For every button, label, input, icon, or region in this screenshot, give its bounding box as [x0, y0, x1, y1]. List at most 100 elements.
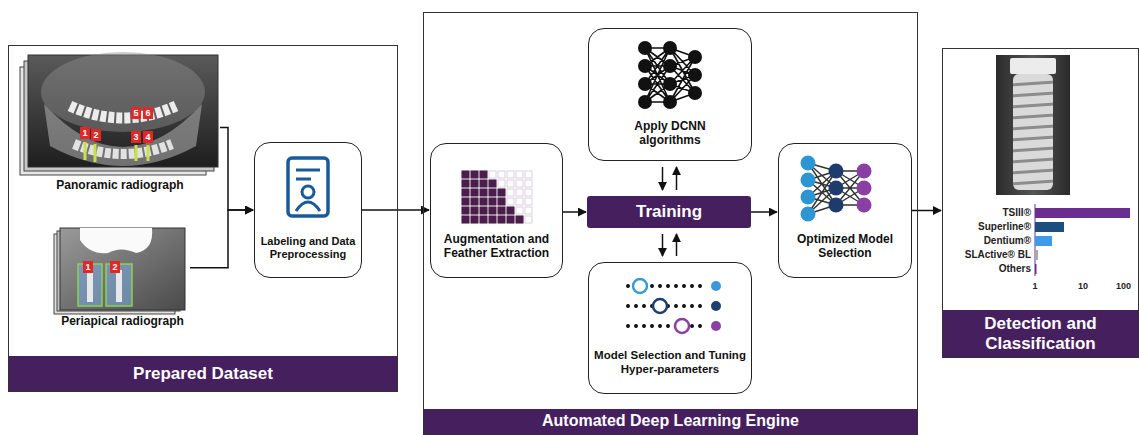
- document-person-icon: [288, 158, 328, 216]
- connector-arrow: [190, 210, 253, 268]
- periapical-radiograph-image: [80, 228, 152, 253]
- optimized-network-icon: [801, 156, 816, 171]
- neural-network-icon: [638, 59, 652, 73]
- panoramic-radiograph-image: [41, 52, 205, 132]
- hyperparameter-slider-icon: [633, 279, 647, 293]
- neural-network-icon: [663, 77, 677, 91]
- connector-arrow: [662, 234, 664, 256]
- box-label: Optimized Model Selection: [785, 232, 905, 261]
- hyperparameter-slider-icon: [711, 321, 721, 331]
- neural-network-icon: [638, 95, 652, 109]
- connector-arrow: [662, 167, 664, 190]
- augmentation-grid-icon: [461, 170, 533, 224]
- optimized-network-icon: [808, 163, 864, 214]
- implant-radiograph-image: [1013, 74, 1053, 190]
- panoramic-radiograph-image: [85, 142, 148, 162]
- neural-network-icon: [688, 68, 702, 82]
- neural-network-icon: [645, 48, 695, 102]
- dataset-panel: Prepared Dataset Panoramic radiographPeri…: [8, 45, 398, 392]
- image-caption: Periapical radiograph: [61, 314, 184, 328]
- result-panel: Detection and Classification: [942, 48, 1139, 358]
- neural-network-icon: [638, 77, 652, 91]
- augmentation-grid-icon: [461, 170, 533, 224]
- implant-radiograph-image: [996, 55, 1070, 195]
- optimized-network-icon: [829, 164, 844, 179]
- optimized-network-icon: [801, 190, 816, 205]
- implant-radiograph-image: [1013, 80, 1053, 186]
- panel-title: Automated Deep Learning Engine: [424, 409, 917, 434]
- connector-arrow: [220, 128, 253, 210]
- bar-title: Training: [636, 202, 702, 222]
- engine-panel: Automated Deep Learning Engine Augmentati…: [423, 12, 918, 435]
- callout-number: 4: [143, 131, 153, 143]
- process-box: Labeling and Data Preprocessing: [254, 142, 362, 278]
- hyperparameter-slider-icon: [628, 279, 721, 333]
- box-label: Apply DCNN algorithms: [615, 119, 725, 148]
- callout-number: 1: [80, 127, 90, 139]
- hyperparameter-slider-icon: [628, 324, 702, 328]
- bar-label: Others: [948, 263, 1031, 275]
- optimized-network-icon: [829, 181, 844, 196]
- bar-chart: [1035, 204, 1130, 276]
- bar-label: Dentium®: [948, 235, 1031, 247]
- neural-network-icon: [663, 59, 677, 73]
- hyperparameter-slider-icon: [711, 281, 721, 291]
- optimized-network-icon: [801, 207, 816, 222]
- panoramic-radiograph-image: [70, 106, 176, 118]
- neural-network-icon: [688, 86, 702, 100]
- training-bar: Training: [587, 196, 751, 228]
- bar-label: Superline®: [948, 221, 1031, 233]
- augmentation-grid-icon: [461, 206, 515, 215]
- axis-tick: 100: [1113, 280, 1134, 292]
- optimized-network-icon: [857, 181, 872, 196]
- box-label: Model Selection and Tuning Hyper-paramet…: [592, 349, 748, 377]
- augmentation-grid-icon: [461, 170, 488, 179]
- bar-chart: [1035, 236, 1052, 246]
- neural-network-icon: [663, 41, 677, 55]
- connector-arrow: [751, 211, 777, 213]
- panoramic-radiograph-image: [74, 144, 172, 154]
- optimized-network-icon: [829, 198, 844, 213]
- box-label: Labeling and Data Preprocessing: [257, 235, 359, 261]
- callout-number: 3: [131, 131, 141, 143]
- implant-radiograph-image: [1010, 58, 1056, 74]
- process-box: Apply DCNN algorithms: [588, 28, 752, 161]
- periapical-radiograph-image: [90, 270, 119, 302]
- augmentation-grid-icon: [461, 188, 506, 197]
- bar-chart: [1035, 264, 1037, 274]
- augmentation-grid-icon: [461, 197, 506, 206]
- panoramic-radiograph-image: [20, 52, 218, 175]
- panel-title: Detection and Classification: [943, 310, 1138, 357]
- box-label: Augmentation and Feather Extraction: [434, 232, 559, 261]
- connector-arrow: [676, 167, 678, 190]
- optimized-network-icon: [801, 156, 872, 222]
- process-box: Augmentation and Feather Extraction: [430, 143, 563, 278]
- hyperparameter-slider-icon: [711, 301, 721, 311]
- callout-number: 2: [110, 261, 120, 273]
- periapical-radiograph-image: [60, 228, 185, 310]
- bar-label: TSIII®: [948, 207, 1031, 219]
- process-box: Optimized Model Selection: [778, 143, 912, 278]
- document-person-icon: [296, 202, 320, 211]
- radiograph-figure: Panoramic radiograph: [20, 55, 220, 192]
- axis-tick: 1: [1029, 280, 1041, 292]
- augmentation-grid-icon: [461, 179, 497, 188]
- augmentation-grid-icon: [461, 215, 524, 224]
- bar-chart: [1035, 222, 1064, 232]
- axis-tick: 10: [1076, 280, 1090, 292]
- optimized-network-icon: [857, 164, 872, 179]
- neural-network-icon: [663, 95, 677, 109]
- bar-chart: [1035, 250, 1038, 260]
- connector-arrow: [362, 209, 429, 211]
- panel-title: Prepared Dataset: [9, 356, 397, 391]
- neural-network-icon: [688, 50, 702, 64]
- document-person-icon: [302, 186, 314, 198]
- callout-number: 5: [131, 107, 141, 119]
- radiograph-figure: Periapical radiograph: [55, 226, 190, 328]
- callout-number: 2: [91, 129, 101, 141]
- connector-arrow: [563, 211, 586, 213]
- bar-chart: [1035, 208, 1130, 218]
- callout-number: 1: [83, 261, 93, 273]
